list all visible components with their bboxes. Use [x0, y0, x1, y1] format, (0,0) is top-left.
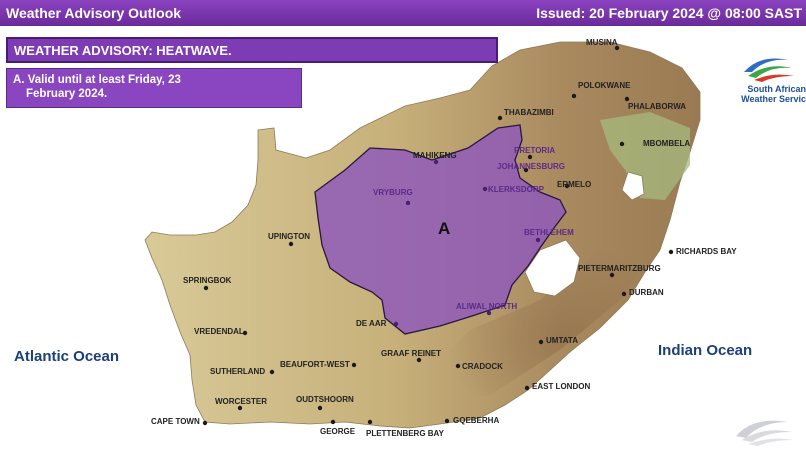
- klerksdorp-dot: [482, 186, 488, 192]
- plettenberg-bay-dot: [367, 419, 373, 425]
- cape-town-dot: [202, 420, 208, 426]
- city-worcester: WORCESTER: [215, 397, 267, 406]
- city-durban: DURBAN: [629, 288, 664, 297]
- city-vryburg: VRYBURG: [373, 188, 413, 197]
- johannesburg-dot: [523, 167, 529, 173]
- city-mahikeng: MAHIKENG: [413, 151, 457, 160]
- lesotho: [524, 239, 581, 297]
- polokwane-dot: [571, 93, 577, 99]
- validity-box: A. Valid until at least Friday, 23 Febru…: [6, 68, 302, 108]
- heatwave-zone-a: [314, 124, 567, 335]
- city-gqeberha: GQEBERHA: [453, 416, 500, 425]
- city-cradock: CRADOCK: [462, 362, 503, 371]
- city-east-london: EAST LONDON: [532, 382, 591, 391]
- city-richards-bay: RICHARDS BAY: [676, 247, 737, 256]
- bethlehem-dot: [535, 237, 541, 243]
- oudtshoorn-dot: [317, 405, 323, 411]
- gqeberha-dot: [444, 418, 450, 424]
- city-oudtshoorn: OUDTSHOORN: [296, 395, 354, 404]
- city-beaufort-west: BEAUFORT-WEST: [280, 360, 350, 369]
- header-title: Weather Advisory Outlook: [6, 5, 182, 21]
- ermelo-dot: [564, 183, 570, 189]
- de-aar-dot: [393, 321, 399, 327]
- escarpment-relief: [420, 210, 660, 405]
- phalaborwa-dot: [624, 96, 630, 102]
- richards-bay-dot: [668, 249, 674, 255]
- sutherland-dot: [269, 369, 275, 375]
- city-thabazimbi: THABAZIMBI: [504, 108, 554, 117]
- george-dot: [330, 419, 336, 425]
- upington-dot: [288, 241, 294, 247]
- mahikeng-dot: [433, 159, 439, 165]
- city-graaf-reinet: GRAAF REINET: [381, 349, 441, 358]
- validity-line-1: A. Valid until at least Friday, 23: [13, 74, 181, 86]
- beaufort-west-dot: [351, 362, 357, 368]
- east-london-dot: [524, 385, 530, 391]
- city-pretoria: PRETORIA: [514, 146, 556, 155]
- zone-a-label: A: [438, 219, 451, 238]
- city-klerksdorp: KLERKSDORP: [488, 185, 545, 194]
- city-umtata: UMTATA: [546, 336, 578, 345]
- city-johannesburg: JOHANNESBURG: [497, 162, 566, 171]
- logo-line-1: South African: [747, 84, 806, 94]
- pietermaritzburg-dot: [609, 272, 615, 278]
- south-africa-map: [144, 41, 701, 429]
- indian-ocean-label: Indian Ocean: [658, 342, 753, 359]
- pretoria-dot: [527, 154, 533, 160]
- umtata-dot: [538, 339, 544, 345]
- graaf-reinet-dot: [416, 357, 422, 363]
- city-pietermaritzburg: PIETERMARITZBURG: [578, 264, 661, 273]
- vredendal-dot: [242, 330, 248, 336]
- musina-dot: [614, 45, 620, 51]
- watermark-logo-icon: [736, 420, 794, 446]
- saws-logo-icon: [744, 58, 794, 82]
- city-de-aar: DE AAR: [356, 319, 387, 328]
- vryburg-dot: [405, 200, 411, 206]
- thabazimbi-dot: [497, 115, 503, 121]
- lowveld-region: [600, 112, 690, 200]
- springbok-dot: [203, 285, 209, 291]
- city-ermelo: ERMELO: [557, 180, 592, 189]
- eswatini: [621, 171, 645, 201]
- atlantic-ocean-label: Atlantic Ocean: [14, 348, 120, 365]
- aliwal-north-dot: [486, 310, 492, 316]
- city-upington: UPINGTON: [268, 232, 311, 241]
- logo-line-2: Weather Servic: [741, 94, 806, 104]
- city-polokwane: POLOKWANE: [578, 81, 631, 90]
- city-aliwal-north: ALIWAL NORTH: [456, 302, 518, 311]
- city-george: GEORGE: [320, 427, 356, 436]
- city-phalaborwa: PHALABORWA: [628, 102, 687, 111]
- worcester-dot: [237, 405, 243, 411]
- advisory-headline: WEATHER ADVISORY: HEATWAVE.: [14, 43, 232, 58]
- header-bar: Weather Advisory Outlook Issued: 20 Febr…: [0, 0, 806, 26]
- city-musina: MUSINA: [586, 38, 618, 47]
- city-plettenberg-bay: PLETTENBERG BAY: [366, 429, 444, 438]
- issued-timestamp: Issued: 20 February 2024 @ 08:00 SAST: [536, 5, 802, 21]
- city-sutherland: SUTHERLAND: [210, 367, 266, 376]
- logo-text: South African Weather Servic: [732, 84, 806, 104]
- city-cape-town: CAPE TOWN: [151, 417, 200, 426]
- city-mbombela: MBOMBELA: [643, 139, 691, 148]
- validity-line-2: February 2024.: [26, 88, 108, 100]
- city-vredendal: VREDENDAL: [194, 327, 244, 336]
- city-bethlehem: BETHLEHEM: [524, 228, 574, 237]
- durban-dot: [621, 291, 627, 297]
- mbombela-dot: [619, 141, 625, 147]
- cradock-dot: [455, 363, 461, 369]
- city-springbok: SPRINGBOK: [183, 276, 232, 285]
- advisory-headline-box: WEATHER ADVISORY: HEATWAVE.: [6, 37, 498, 63]
